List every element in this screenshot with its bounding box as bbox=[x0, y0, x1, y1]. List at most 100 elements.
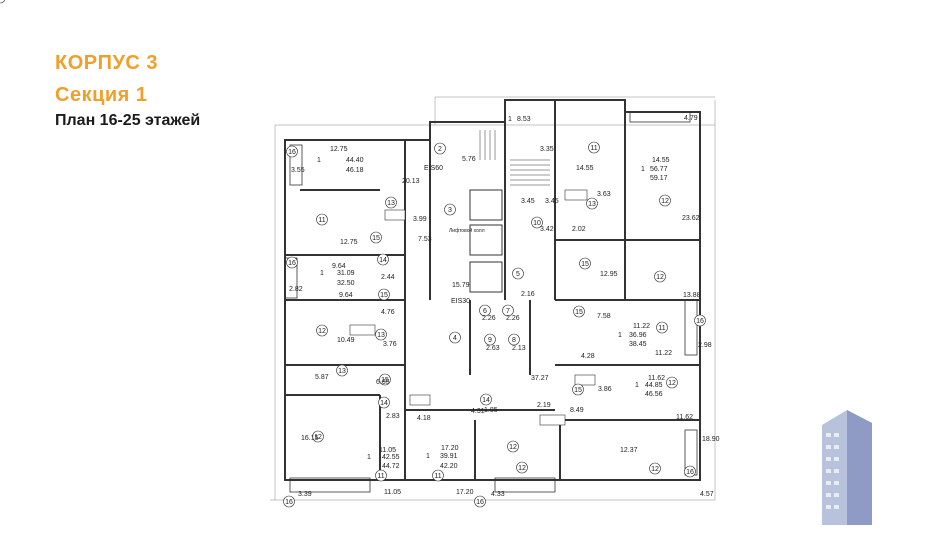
plan-label: 12 bbox=[509, 444, 517, 451]
plan-label: 2.98 bbox=[698, 342, 712, 349]
plan-label: 7.58 bbox=[597, 313, 611, 320]
plan-label: 8.49 bbox=[570, 407, 584, 414]
plan-label: 6.65 bbox=[376, 379, 390, 386]
plan-label: 2.13 bbox=[512, 345, 526, 352]
plan-label: Лифтовой холл bbox=[449, 227, 485, 234]
room-number-circle bbox=[286, 145, 298, 158]
plan-label: 13 bbox=[377, 332, 385, 339]
plan-label: 1 bbox=[508, 116, 512, 123]
plan-label: 14 bbox=[482, 397, 490, 404]
plan-label: 11 bbox=[434, 473, 441, 480]
plan-label: 16 bbox=[288, 260, 296, 267]
room-number-circle bbox=[586, 197, 598, 210]
plan-label: 4.33 bbox=[491, 491, 505, 498]
room-number-circle bbox=[283, 495, 295, 508]
room-number-circle bbox=[508, 333, 520, 346]
room-number-circle bbox=[432, 469, 444, 482]
room-number-circle bbox=[507, 440, 519, 453]
plan-label: 11.05 bbox=[379, 447, 396, 454]
plan-label: EIS30 bbox=[451, 298, 470, 305]
plan-label: 56.77 bbox=[650, 166, 668, 173]
room-number-circle bbox=[531, 216, 543, 229]
room-number-circle bbox=[656, 321, 668, 334]
plan-label: 11 bbox=[377, 473, 384, 480]
plan-label: 10.49 bbox=[337, 337, 355, 344]
plan-label: 5.87 bbox=[315, 374, 329, 381]
plan-label: 1 bbox=[641, 166, 645, 173]
room-number-circle bbox=[375, 469, 387, 482]
plan-label: 4.28 bbox=[581, 353, 595, 360]
plan-label: 11.62 bbox=[648, 375, 665, 382]
plan-label: 3.63 bbox=[597, 191, 611, 198]
plan-label: 4.57 bbox=[700, 491, 714, 498]
room-number-circle bbox=[480, 393, 492, 406]
plan-label: 42.20 bbox=[440, 463, 458, 470]
plan-label: 7.53 bbox=[418, 236, 432, 243]
plan-label: 14.55 bbox=[576, 165, 594, 172]
plan-label: 2.02 bbox=[572, 226, 586, 233]
plan-label: 3.76 bbox=[383, 341, 397, 348]
room-number-circle bbox=[579, 257, 591, 270]
plan-label: 37.27 bbox=[531, 375, 549, 382]
plan-label: 4.31 bbox=[471, 408, 485, 415]
plan-label: 11.05 bbox=[384, 489, 401, 496]
room-number-circle bbox=[379, 373, 391, 386]
plan-label: 14.55 bbox=[652, 157, 670, 164]
plan-label: 12.37 bbox=[620, 447, 638, 454]
plan-label: 1.85 bbox=[484, 407, 498, 414]
plan-label: 16 bbox=[696, 318, 704, 325]
plan-label: 16 bbox=[476, 499, 484, 506]
room-number-circle bbox=[378, 396, 390, 409]
plan-label: 11.22 bbox=[633, 323, 650, 330]
plan-label: 16 bbox=[686, 469, 694, 476]
plan-label: 14 bbox=[380, 400, 388, 407]
room-number-circle bbox=[684, 465, 696, 478]
plan-label: 13 bbox=[387, 200, 395, 207]
plan-label: 1 bbox=[426, 453, 430, 460]
plan-label: 3.39 bbox=[298, 491, 312, 498]
plan-label: 11 bbox=[318, 217, 325, 224]
room-number-circle bbox=[502, 304, 514, 317]
floor-plan-subtitle: План 16-25 этажей bbox=[55, 112, 201, 129]
plan-label: 1 bbox=[635, 382, 639, 389]
room-number-circle bbox=[444, 203, 456, 216]
plan-label: 2.19 bbox=[537, 402, 551, 409]
plan-label: 14 bbox=[379, 257, 387, 264]
plan-label: 3.99 bbox=[413, 216, 427, 223]
plan-label: 12.75 bbox=[330, 146, 348, 153]
room-number-circle bbox=[0, 0, 6, 4]
plan-label: 3.42 bbox=[540, 226, 554, 233]
room-number-circle bbox=[336, 364, 348, 377]
building-title: КОРПУС 3 bbox=[55, 52, 159, 74]
room-number-circle bbox=[484, 333, 496, 346]
plan-label: 8 bbox=[512, 337, 516, 344]
room-number-circle bbox=[378, 288, 390, 301]
room-number-circle bbox=[434, 142, 446, 155]
room-number-circle bbox=[572, 383, 584, 396]
room-number-circle bbox=[512, 267, 524, 280]
plan-label: 1 bbox=[320, 270, 324, 277]
plan-label: 13 bbox=[338, 368, 346, 375]
plan-label: 15 bbox=[581, 261, 589, 268]
plan-label: 11 bbox=[658, 325, 665, 332]
plan-label: 12 bbox=[668, 380, 676, 387]
plan-label: 11 bbox=[590, 145, 597, 152]
plan-label: 10 bbox=[533, 220, 541, 227]
plan-label: 4.79 bbox=[684, 115, 698, 122]
plan-label: 12 bbox=[314, 434, 322, 441]
room-number-circle bbox=[316, 213, 328, 226]
room-number-circle bbox=[573, 305, 585, 318]
plan-label: 16 bbox=[0, 0, 4, 2]
plan-label: 12 bbox=[656, 274, 664, 281]
plan-label: 15 bbox=[381, 377, 389, 384]
plan-label: 44.85 bbox=[645, 382, 663, 389]
plan-label: 3 bbox=[448, 207, 452, 214]
plan-label: 16.15 bbox=[301, 435, 319, 442]
room-number-circle bbox=[449, 331, 461, 344]
plan-label: 2.83 bbox=[386, 413, 400, 420]
room-number-circle bbox=[375, 328, 387, 341]
room-number-circle bbox=[385, 196, 397, 209]
plan-label: 8.53 bbox=[517, 116, 531, 123]
room-number-circle bbox=[479, 304, 491, 317]
